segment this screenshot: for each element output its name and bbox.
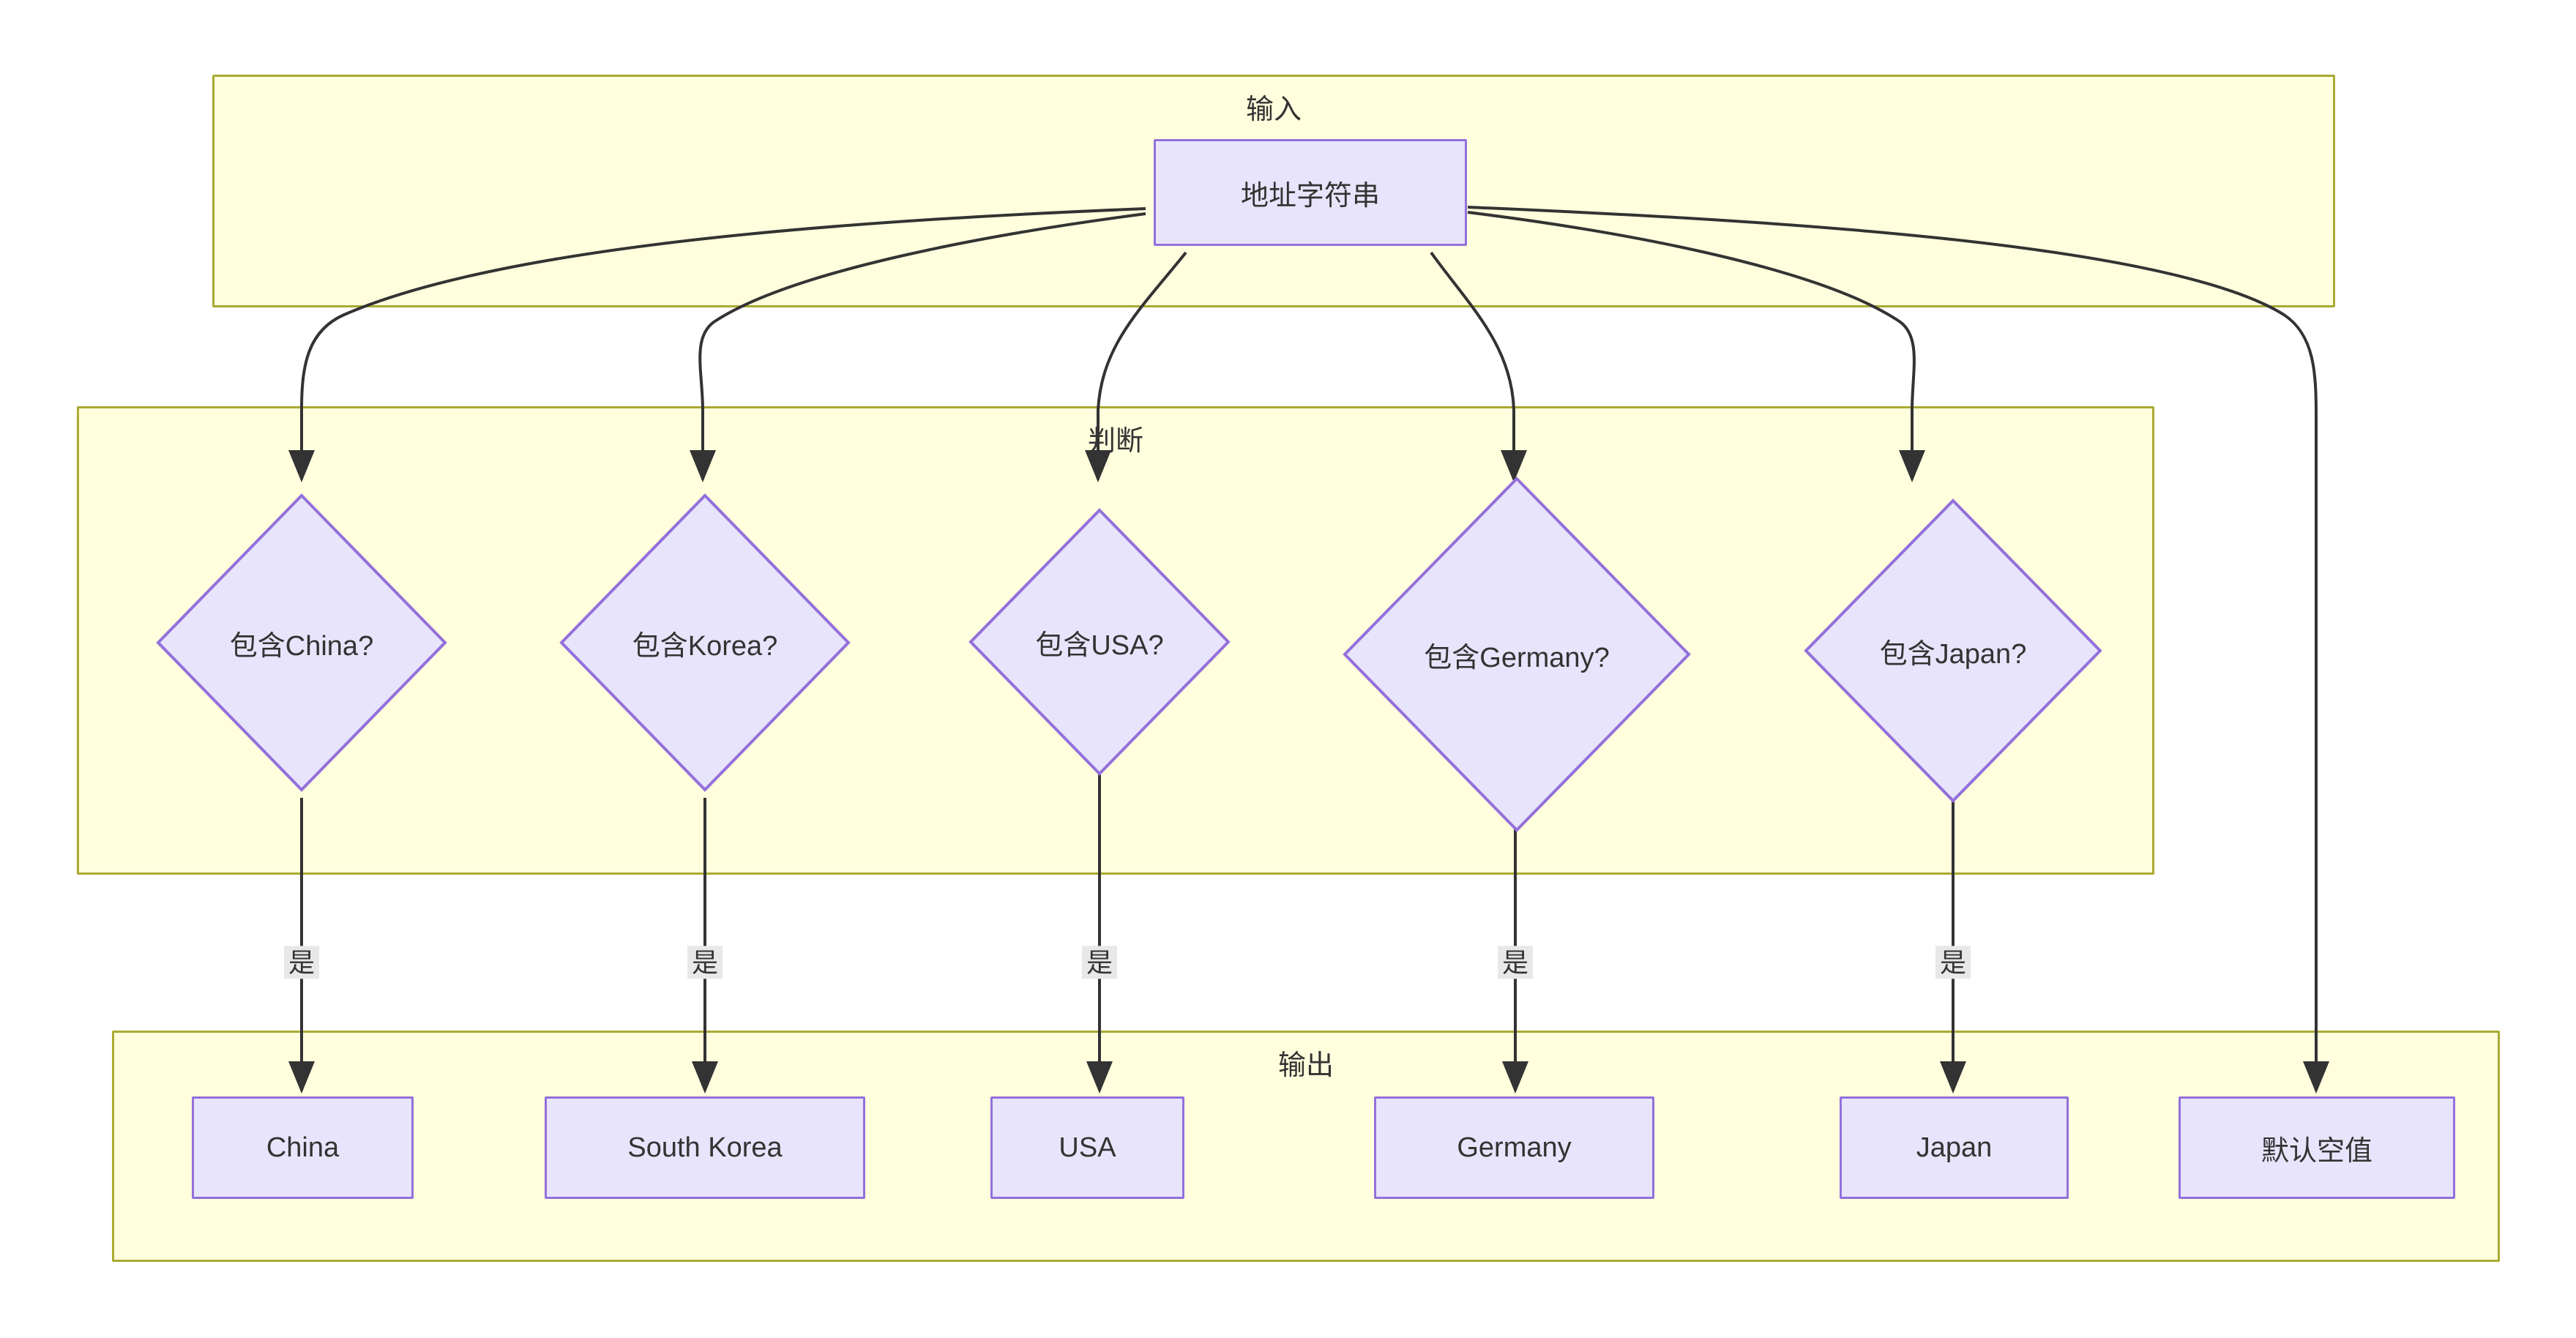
node-output-japan-label: Japan: [1916, 1132, 1993, 1163]
cluster-decision-label: 判断: [1087, 426, 1143, 457]
diamond-shape-korea: [559, 493, 851, 792]
node-address-string-label: 地址字符串: [1240, 180, 1380, 212]
node-decision-germany[interactable]: 包含Germany?: [1342, 476, 1692, 833]
node-output-japan[interactable]: Japan: [1840, 1096, 2069, 1199]
node-output-germany[interactable]: Germany: [1374, 1096, 1654, 1199]
node-decision-japan-label: 包含Japan?: [1879, 638, 2027, 670]
diamond-shape-china: [156, 493, 447, 792]
edge-label-korea-yes: 是: [687, 946, 723, 979]
edge-label-usa-yes: 是: [1081, 946, 1118, 979]
node-decision-korea-label: 包含Korea?: [632, 630, 778, 662]
cluster-output-label: 输出: [1277, 1050, 1334, 1081]
node-output-south-korea-label: South Korea: [627, 1132, 783, 1163]
node-decision-germany-label: 包含Germany?: [1424, 642, 1610, 673]
node-output-usa[interactable]: USA: [990, 1096, 1184, 1199]
node-decision-korea[interactable]: 包含Korea?: [559, 493, 851, 793]
node-output-china[interactable]: China: [192, 1096, 414, 1199]
edge-label-china-yes: 是: [283, 946, 320, 979]
edge-label-japan-yes: 是: [1935, 946, 1971, 979]
node-decision-china[interactable]: 包含China?: [155, 493, 448, 793]
node-address-string[interactable]: 地址字符串: [1154, 139, 1467, 246]
node-output-germany-label: Germany: [1457, 1132, 1572, 1163]
node-decision-usa-label: 包含USA?: [1035, 629, 1164, 661]
node-output-china-label: China: [266, 1132, 340, 1163]
cluster-output: 输出: [112, 1031, 2500, 1262]
node-output-usa-label: USA: [1059, 1132, 1116, 1163]
diamond-shape-japan: [1804, 498, 2102, 803]
edge-label-germany-yes: 是: [1497, 946, 1534, 979]
node-output-default-label: 默认空值: [2260, 1135, 2372, 1167]
diamond-shape-germany: [1343, 476, 1691, 832]
node-decision-japan[interactable]: 包含Japan?: [1803, 498, 2103, 804]
node-output-default[interactable]: 默认空值: [2179, 1096, 2455, 1199]
cluster-input-label: 输入: [1245, 94, 1302, 125]
node-decision-china-label: 包含China?: [229, 630, 374, 662]
diamond-shape-usa: [968, 508, 1231, 776]
node-output-south-korea[interactable]: South Korea: [545, 1096, 865, 1199]
node-decision-usa[interactable]: 包含USA?: [968, 507, 1231, 777]
